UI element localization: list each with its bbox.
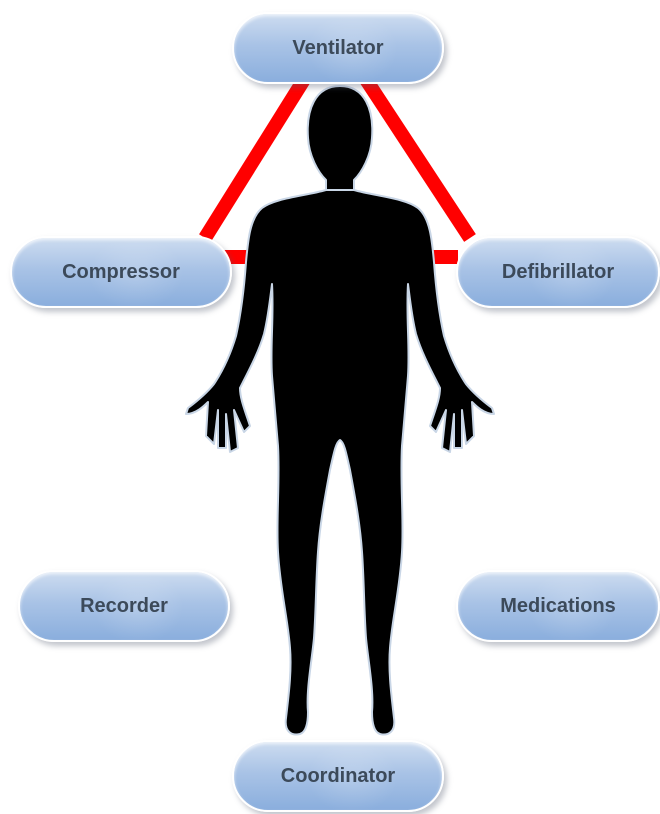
role-ventilator-button[interactable]: Ventilator bbox=[232, 12, 444, 84]
role-defibrillator-label: Defibrillator bbox=[502, 261, 614, 284]
role-ventilator-label: Ventilator bbox=[292, 37, 383, 60]
silhouette-head bbox=[308, 86, 373, 192]
role-medications-label: Medications bbox=[500, 595, 616, 618]
role-defibrillator-button[interactable]: Defibrillator bbox=[456, 236, 660, 308]
role-recorder-label: Recorder bbox=[80, 595, 168, 618]
role-compressor-button[interactable]: Compressor bbox=[10, 236, 232, 308]
role-medications-button[interactable]: Medications bbox=[456, 570, 660, 642]
role-coordinator-button[interactable]: Coordinator bbox=[232, 740, 444, 812]
role-compressor-label: Compressor bbox=[62, 261, 180, 284]
role-coordinator-label: Coordinator bbox=[281, 765, 395, 788]
silhouette-body bbox=[186, 190, 494, 734]
role-recorder-button[interactable]: Recorder bbox=[18, 570, 230, 642]
